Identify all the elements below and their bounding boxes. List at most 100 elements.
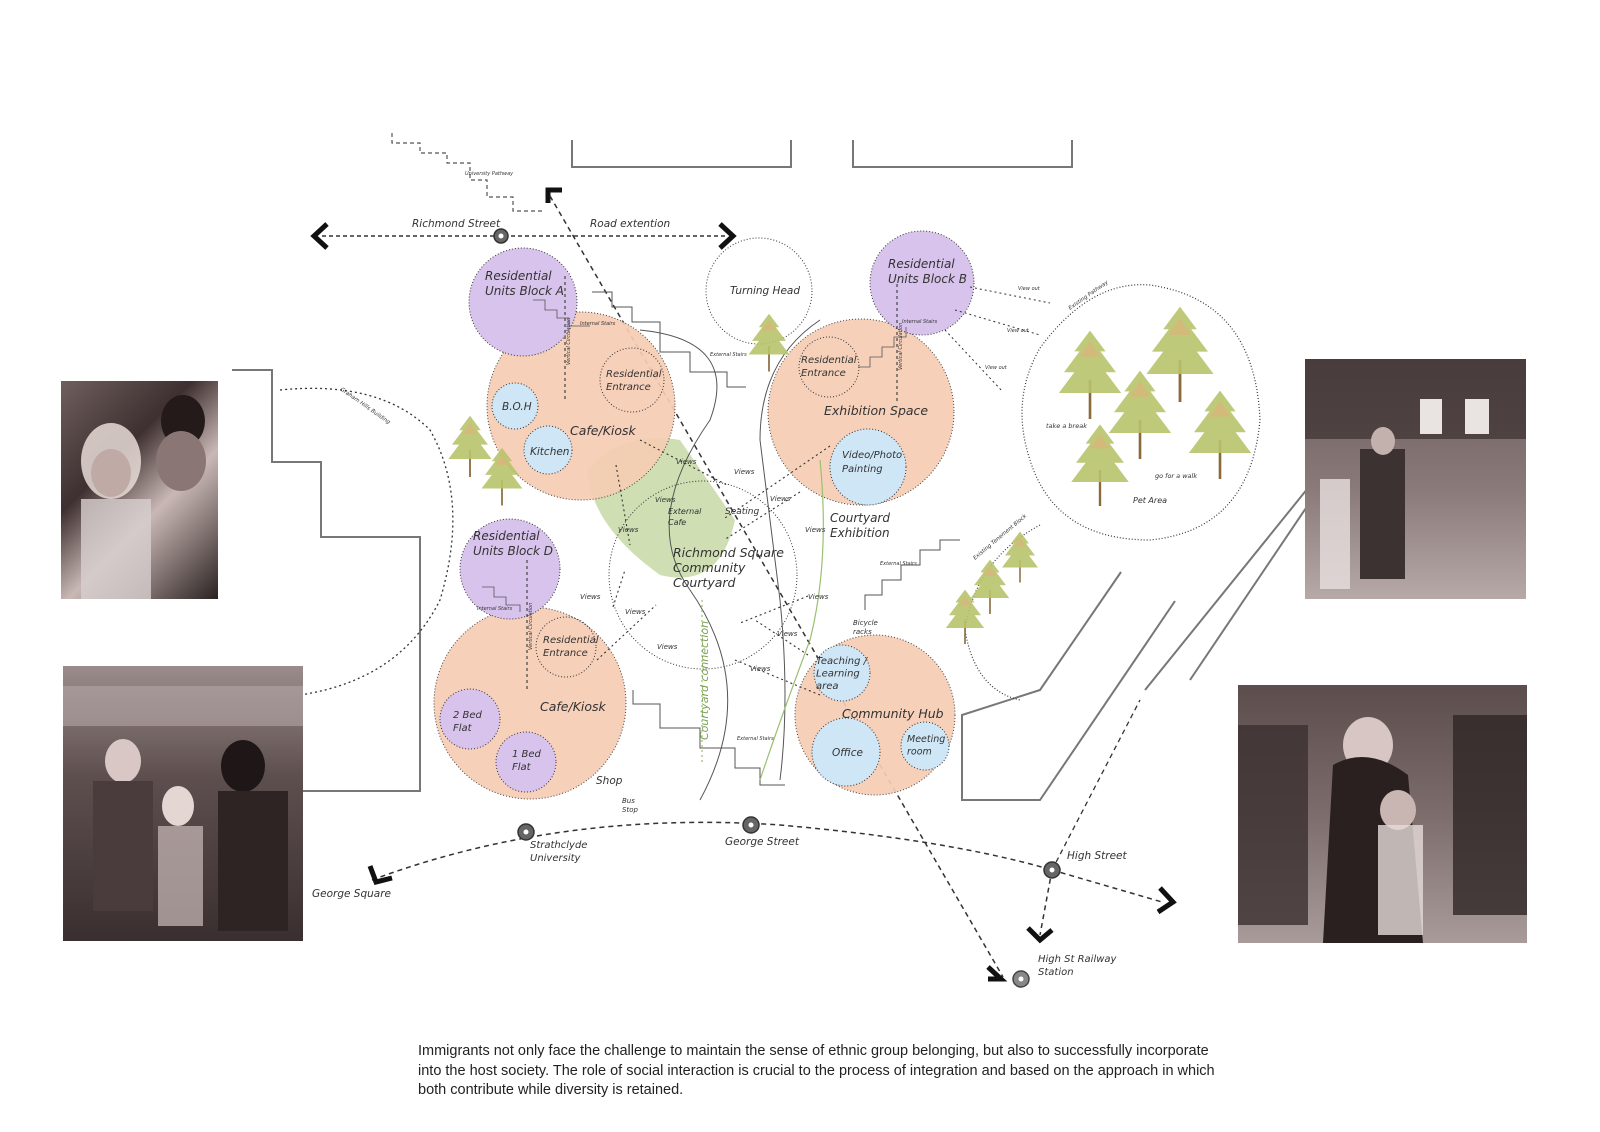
teaching-room bbox=[813, 644, 871, 702]
boh-room bbox=[491, 382, 539, 430]
building-outline-top-left bbox=[571, 140, 792, 168]
building-outline-top-right bbox=[852, 140, 1073, 168]
crowd-photo-left-top bbox=[61, 381, 218, 599]
george-square-arrow-icon bbox=[367, 865, 393, 885]
label-george-square: George Square bbox=[312, 888, 391, 900]
label-views-10: Views bbox=[777, 630, 798, 638]
label-community-hub: Community Hub bbox=[842, 706, 944, 721]
tree-icon bbox=[1187, 389, 1253, 481]
station-crowd-photo-icon bbox=[1305, 359, 1526, 589]
external-stairs-bottom bbox=[632, 690, 785, 786]
label-seating: Seating bbox=[725, 507, 759, 517]
label-existing-pathway: Existing Pathway bbox=[1068, 279, 1111, 311]
meeting-room bbox=[900, 721, 950, 771]
turning-head-zone bbox=[705, 237, 813, 345]
label-boh: B.O.H bbox=[502, 401, 532, 413]
label-views-6: Views bbox=[580, 593, 601, 601]
kitchen-room bbox=[523, 425, 573, 475]
label-internal-stairs-b: Internal Stairs bbox=[902, 319, 938, 325]
residential-entrance-3 bbox=[535, 616, 597, 678]
courtyard-curve-1 bbox=[639, 329, 729, 801]
label-office: Office bbox=[832, 747, 863, 759]
label-views-4: Views bbox=[770, 495, 791, 503]
label-courtyard-connection: Courtyard connection bbox=[698, 621, 711, 740]
crowd-photo-right-bottom bbox=[1238, 685, 1527, 943]
crowd-photo-left-bottom bbox=[63, 666, 303, 941]
tree-icon bbox=[1145, 305, 1215, 404]
label-views-12: Views bbox=[618, 526, 639, 534]
exhibition-space-zone bbox=[767, 318, 955, 506]
label-views-7: Views bbox=[625, 608, 646, 616]
label-graham-hills: Graham Hills Building bbox=[339, 387, 392, 426]
tree-icon bbox=[1069, 423, 1131, 508]
label-vertical-a: Vertical Circulation bbox=[566, 318, 572, 365]
tree-icon bbox=[447, 414, 493, 478]
tree-icon bbox=[1001, 530, 1039, 584]
tree-icon bbox=[1107, 369, 1173, 461]
label-view-out-3: View out bbox=[985, 365, 1008, 371]
label-go-walk: go for a walk bbox=[1155, 472, 1197, 480]
tree-icon bbox=[969, 558, 1011, 615]
label-george-street: George Street bbox=[725, 836, 800, 848]
label-vertical-b: Vertical Circulation bbox=[898, 323, 904, 370]
graham-hills-outline bbox=[232, 369, 421, 792]
university-pathway-stairs bbox=[391, 133, 542, 212]
refugee-children-photo-icon bbox=[81, 395, 206, 599]
tree-icon bbox=[1057, 329, 1123, 421]
label-view-out-2: View out bbox=[1007, 328, 1030, 334]
label-richmond-street: Richmond Street bbox=[412, 218, 501, 230]
internal-stairs-a bbox=[533, 299, 590, 327]
internal-stairs-b bbox=[858, 327, 907, 368]
label-external-stairs-top: External Stairs bbox=[710, 352, 747, 358]
two-bed-flat-room bbox=[439, 688, 501, 750]
tenement-arc bbox=[964, 524, 1041, 701]
label-internal-stairs-d: Internal Stairs bbox=[477, 606, 513, 612]
label-views-9: Views bbox=[657, 643, 678, 651]
label-kitchen: Kitchen bbox=[530, 446, 569, 458]
label-high-street: High Street bbox=[1067, 850, 1127, 862]
richmond-arrow-left-icon bbox=[310, 222, 329, 250]
residential-block-d-zone bbox=[459, 518, 561, 620]
railway-arrow-icon bbox=[1026, 926, 1054, 944]
cafe-kiosk-bottom-zone bbox=[433, 606, 627, 800]
graham-hills-arc bbox=[279, 387, 454, 696]
label-external-stairs-bottom: External Stairs bbox=[737, 736, 774, 742]
richmond-square-zone bbox=[608, 480, 798, 670]
top-marker-icon bbox=[545, 187, 562, 203]
label-views-1: Views bbox=[676, 458, 697, 466]
label-take-break: take a break bbox=[1046, 422, 1087, 430]
video-photo-room bbox=[829, 428, 907, 506]
caption-text: Immigrants not only face the challenge t… bbox=[418, 1043, 1215, 1098]
label-views-11: Views bbox=[750, 665, 771, 673]
internal-stairs-d bbox=[482, 586, 521, 612]
office-room bbox=[811, 717, 881, 787]
diagonal-route-1 bbox=[549, 195, 1004, 978]
label-views-3: Views bbox=[655, 496, 676, 504]
tenement-outline bbox=[961, 571, 1176, 801]
label-vertical-d: Vertical Circulation bbox=[528, 603, 534, 650]
label-shop: Shop bbox=[596, 775, 623, 787]
label-cafe-top: Cafe/Kiosk bbox=[570, 423, 637, 438]
refugee-market-photo-icon bbox=[63, 686, 303, 931]
courtyard-curve-2 bbox=[759, 319, 821, 781]
residential-entrance-1 bbox=[599, 347, 665, 413]
one-bed-flat-room bbox=[495, 731, 557, 793]
external-stairs-top bbox=[592, 291, 746, 388]
